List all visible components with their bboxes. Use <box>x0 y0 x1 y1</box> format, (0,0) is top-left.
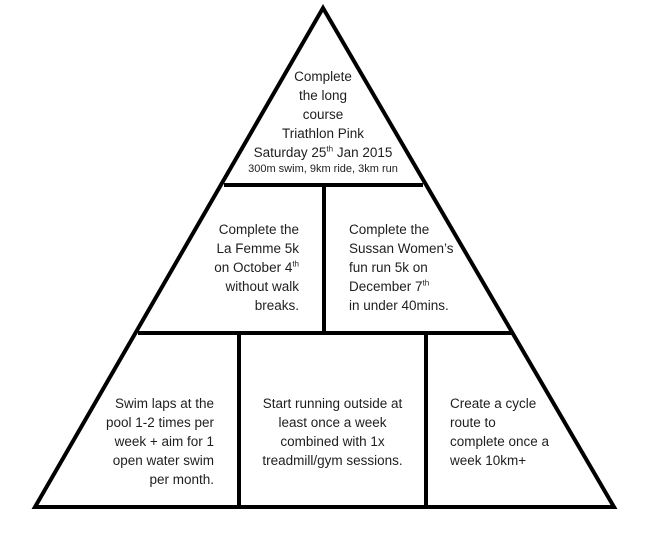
top-goal-line: Complete <box>294 69 352 84</box>
bottom-left-goal: Swim laps at the pool 1-2 times per week… <box>105 396 214 487</box>
bottom-right-goal: Create a cycle route to complete once a … <box>450 396 550 468</box>
top-goal-line: the long <box>298 88 348 103</box>
top-goal-detail: 300m swim, 9km ride, 3km run <box>248 163 398 175</box>
middle-right-goal: Complete the Sussan Women’s fun run 5k o… <box>349 222 454 313</box>
bottom-center-goal: Start running outside at least once a we… <box>262 396 403 468</box>
top-goal-line: course <box>302 107 344 122</box>
top-goal-date: Saturday 25th Jan 2015 <box>253 144 393 160</box>
top-goal-line: Triathlon Pink <box>281 126 365 141</box>
top-goal: Complete the long course Triathlon Pink … <box>223 67 423 177</box>
middle-left-goal: Complete the La Femme 5k on October 4th … <box>214 222 299 313</box>
